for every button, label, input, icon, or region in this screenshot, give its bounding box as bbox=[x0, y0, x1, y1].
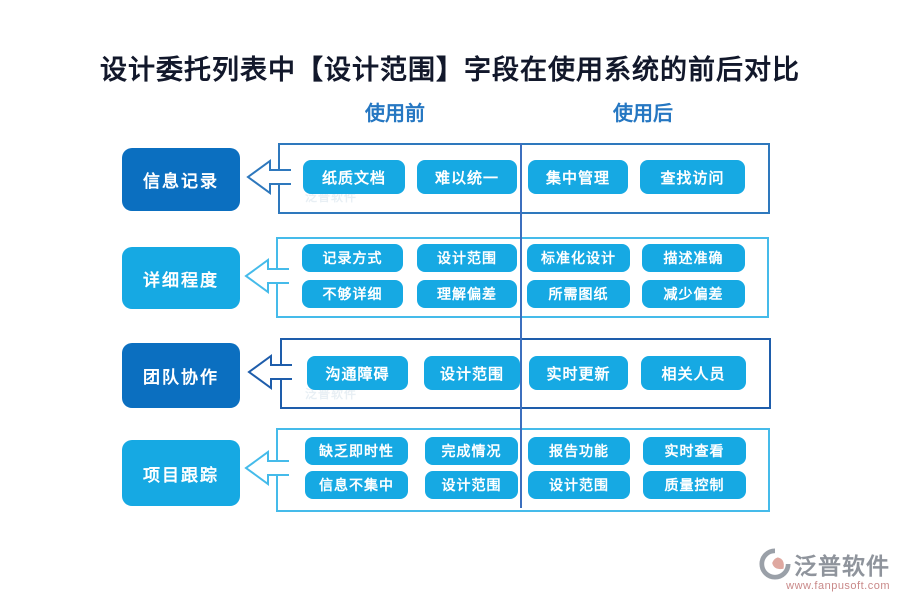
tag-chip: 不够详细 bbox=[302, 280, 403, 308]
tag-chip: 集中管理 bbox=[528, 160, 628, 194]
logo-url: www.fanpusoft.com bbox=[786, 580, 890, 592]
tag-chip: 质量控制 bbox=[643, 471, 746, 499]
tag-chip: 设计范围 bbox=[528, 471, 630, 499]
fanpu-logo: 泛普软件 www.fanpusoft.com bbox=[720, 547, 890, 592]
column-header-before: 使用前 bbox=[365, 103, 425, 125]
tag-chip: 难以统一 bbox=[417, 160, 517, 194]
column-header-after: 使用后 bbox=[613, 103, 673, 125]
left-arrow-icon bbox=[246, 159, 291, 195]
tag-chip: 完成情况 bbox=[425, 437, 518, 465]
tag-chip: 查找访问 bbox=[640, 160, 745, 194]
row-label-detail-level: 详细程度 bbox=[122, 247, 240, 309]
row-label-team-collaboration: 团队协作 bbox=[122, 343, 240, 408]
tag-chip: 缺乏即时性 bbox=[305, 437, 408, 465]
watermark: 泛普软件 bbox=[305, 387, 358, 401]
tag-chip: 所需图纸 bbox=[527, 280, 630, 308]
page-title: 设计委托列表中【设计范围】字段在使用系统的前后对比 bbox=[100, 55, 800, 85]
left-arrow-icon bbox=[244, 258, 289, 294]
tag-chip: 沟通障碍 bbox=[307, 356, 408, 390]
fanpu-logo-icon bbox=[759, 548, 791, 580]
tag-chip: 设计范围 bbox=[425, 471, 518, 499]
tag-chip: 记录方式 bbox=[302, 244, 403, 272]
tag-chip: 设计范围 bbox=[417, 244, 517, 272]
column-divider-line bbox=[520, 143, 522, 508]
tag-chip: 实时查看 bbox=[643, 437, 746, 465]
tag-chip: 实时更新 bbox=[529, 356, 628, 390]
tag-chip: 纸质文档 bbox=[303, 160, 405, 194]
tag-chip: 报告功能 bbox=[528, 437, 630, 465]
left-arrow-icon bbox=[247, 354, 292, 390]
row-label-info-recording: 信息记录 bbox=[122, 148, 240, 211]
tag-chip: 标准化设计 bbox=[527, 244, 630, 272]
tag-chip: 信息不集中 bbox=[305, 471, 408, 499]
left-arrow-icon bbox=[244, 450, 289, 486]
row-label-project-tracking: 项目跟踪 bbox=[122, 440, 240, 506]
tag-chip: 相关人员 bbox=[641, 356, 746, 390]
tag-chip: 设计范围 bbox=[424, 356, 520, 390]
tag-chip: 描述准确 bbox=[642, 244, 745, 272]
tag-chip: 减少偏差 bbox=[642, 280, 745, 308]
logo-name: 泛普软件 bbox=[794, 553, 890, 579]
tag-chip: 理解偏差 bbox=[417, 280, 517, 308]
